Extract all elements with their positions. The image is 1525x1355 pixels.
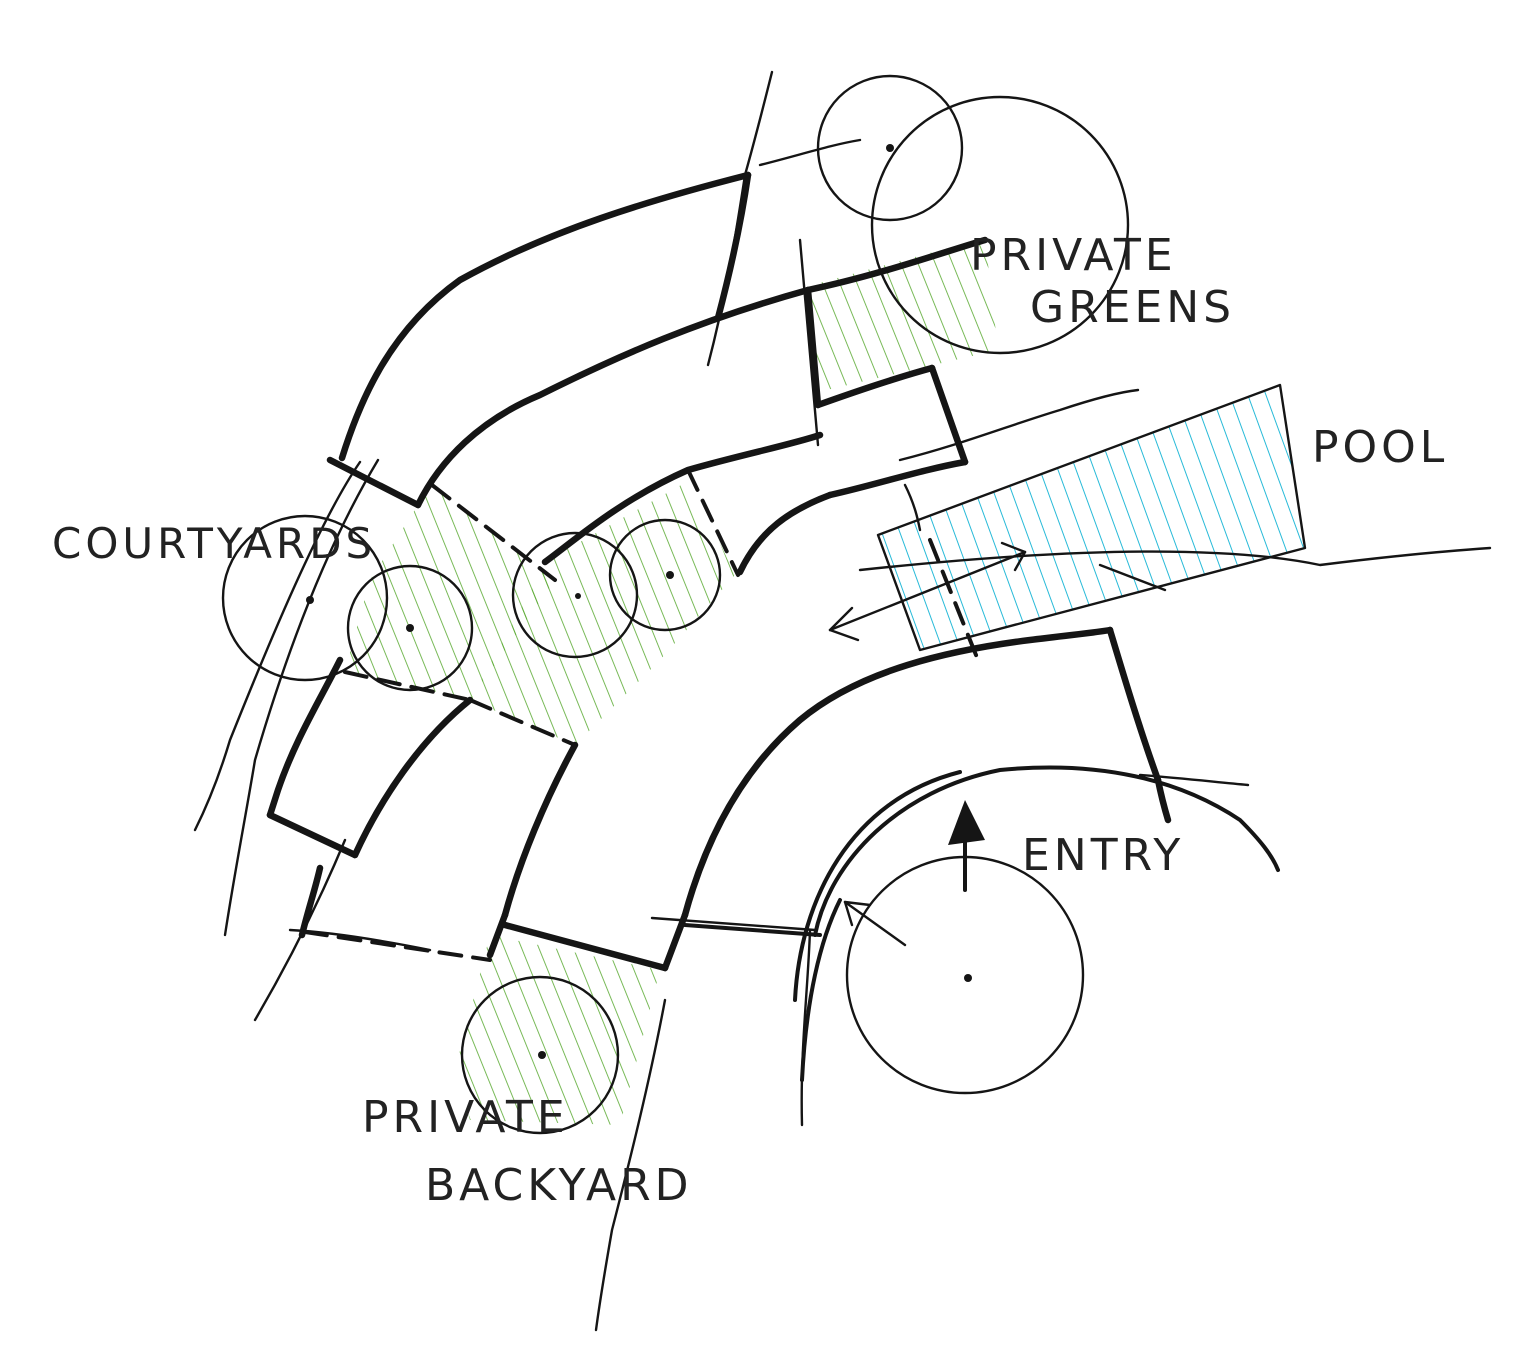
pool-zone	[878, 385, 1305, 650]
label-courtyards: COURTYARDS	[52, 519, 376, 568]
label-private-greens-2: GREENS	[1030, 282, 1235, 333]
approach-arrow-icon	[843, 900, 907, 947]
building-outline	[266, 171, 1172, 972]
entry-drive	[793, 765, 1280, 1082]
dashed-edges	[303, 468, 980, 962]
label-private-backyard-2: BACKYARD	[425, 1160, 693, 1211]
movement-arrow	[828, 541, 1027, 642]
tree-circles	[221, 74, 1130, 1135]
label-private-greens-1: PRIVATE	[970, 230, 1177, 281]
private-backyard-zone	[455, 935, 660, 1125]
label-private-backyard-1: PRIVATE	[362, 1092, 569, 1143]
label-entry: ENTRY	[1022, 830, 1184, 881]
entry-arrow-icon	[948, 800, 985, 892]
label-pool: POOL	[1312, 422, 1448, 473]
courtyard-zone-right	[470, 480, 735, 745]
labels: PRIVATE GREENS POOL COURTYARDS ENTRY PRI…	[52, 230, 1448, 1211]
pool-outline	[876, 383, 1307, 652]
